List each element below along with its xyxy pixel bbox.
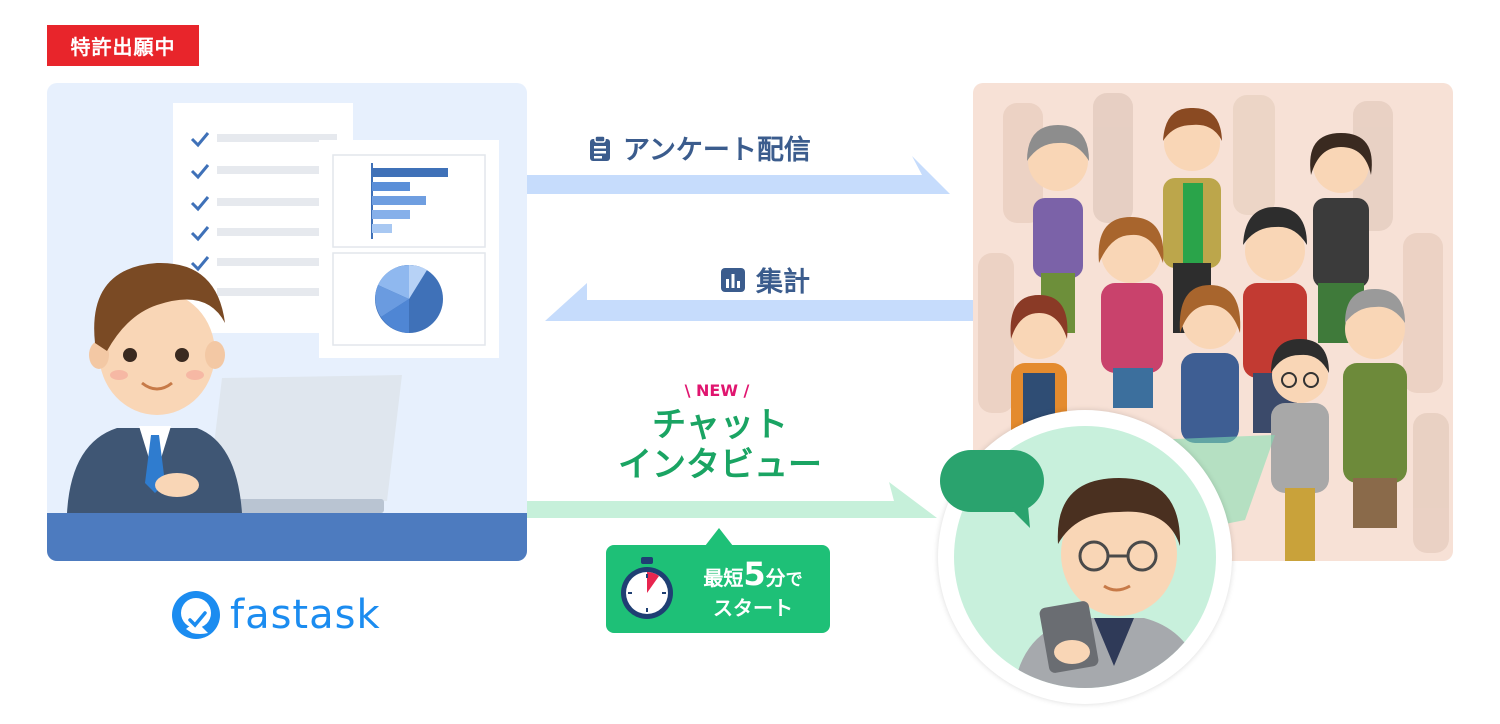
person-woman-dark xyxy=(1310,133,1372,343)
survey-label-text: アンケート配信 xyxy=(623,135,811,166)
bar-3 xyxy=(372,196,426,205)
bar-1 xyxy=(372,168,448,177)
timer-unit: 分 xyxy=(765,566,786,590)
fastask-logo-icon xyxy=(172,591,220,639)
patent-pending-badge: 特許出願中 xyxy=(47,25,199,66)
survey-label: アンケート配信 xyxy=(587,128,811,167)
person-grey-man xyxy=(1343,289,1407,528)
bar-5 xyxy=(372,224,392,233)
timer-card-pointer xyxy=(705,528,733,546)
clipboard-icon xyxy=(590,134,610,161)
crowd-scene xyxy=(978,93,1449,561)
aggregate-label: 集計 xyxy=(720,260,810,299)
person-green-shirt xyxy=(1163,107,1222,333)
pie-chart xyxy=(375,264,443,333)
interview-circle xyxy=(938,410,1232,704)
interviewee-illustration xyxy=(1014,478,1204,688)
person-glasses-man xyxy=(1271,339,1329,561)
speech-bubble-icon xyxy=(940,450,1044,528)
fastask-brand: fastask xyxy=(170,587,410,643)
new-tag: \ NEW / xyxy=(684,381,750,400)
chat-title-line2: インタビュー xyxy=(618,445,822,485)
chat-interview-title: チャット インタビュー xyxy=(575,405,865,485)
background-crowd xyxy=(978,93,1449,553)
interviewee-face xyxy=(1061,492,1177,616)
flow-arrows xyxy=(527,156,973,321)
laptop-screen xyxy=(207,375,402,503)
interview-circle-inner xyxy=(954,426,1216,688)
operator-scene xyxy=(67,103,499,513)
interviewee-hair xyxy=(1057,478,1181,546)
aggregate-arrow xyxy=(545,283,973,321)
timer-start: スタート xyxy=(713,596,793,620)
person-woman-pink xyxy=(1098,217,1164,408)
timer-number: 5 xyxy=(743,555,766,593)
chat-arrow xyxy=(527,482,937,518)
man-hair xyxy=(94,262,225,351)
chat-arrow-wrap xyxy=(527,482,937,518)
survey-arrow xyxy=(527,156,950,194)
timer-prefix: 最短 xyxy=(703,566,744,590)
chat-title-line1: チャット xyxy=(652,405,788,445)
person-woman-blue xyxy=(1179,285,1241,443)
timer-card: 最短5分で スタート xyxy=(606,545,830,633)
timer-text: 最短5分で スタート xyxy=(680,558,826,621)
checkmark-icons xyxy=(190,132,210,272)
bar-2 xyxy=(372,182,410,191)
desk xyxy=(47,513,527,561)
timer-particle: で xyxy=(785,570,803,590)
stopwatch-icon xyxy=(621,557,673,619)
brand-name: fastask xyxy=(230,592,381,638)
operator-illustration xyxy=(47,83,527,561)
bar-4 xyxy=(372,210,410,219)
aggregate-label-text: 集計 xyxy=(756,267,810,298)
bar-chart-icon xyxy=(721,267,745,292)
